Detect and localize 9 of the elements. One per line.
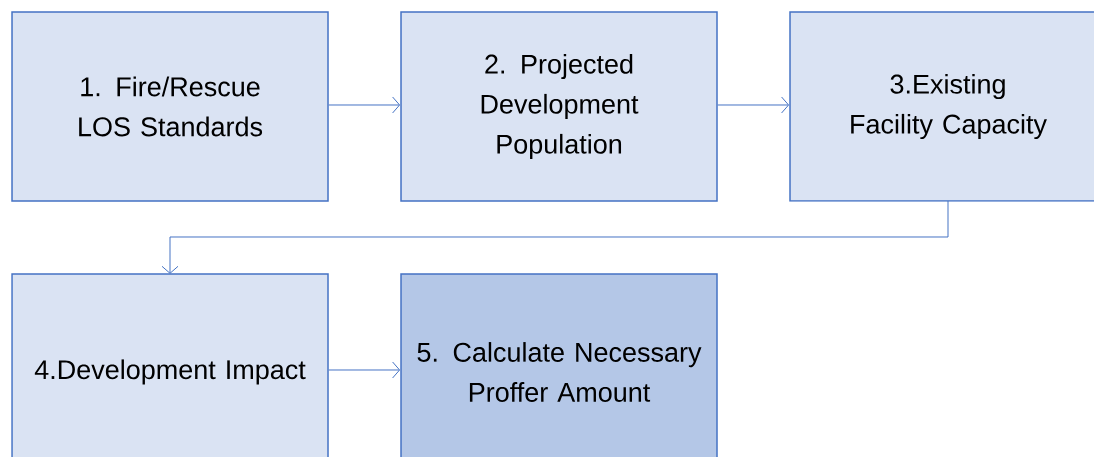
arrow	[717, 96, 790, 114]
process-box: 4.Development Impact	[11, 273, 329, 457]
process-box: 5. Calculate Necessary Proffer Amount	[400, 273, 718, 457]
process-box: 1. Fire/Rescue LOS Standards	[11, 11, 329, 202]
process-box: 2. Projected Development Population	[400, 11, 718, 202]
arrow	[161, 200, 949, 274]
arrow	[328, 361, 401, 379]
process-box: 3.Existing Facility Capacity	[789, 11, 1094, 202]
arrow	[328, 96, 401, 114]
